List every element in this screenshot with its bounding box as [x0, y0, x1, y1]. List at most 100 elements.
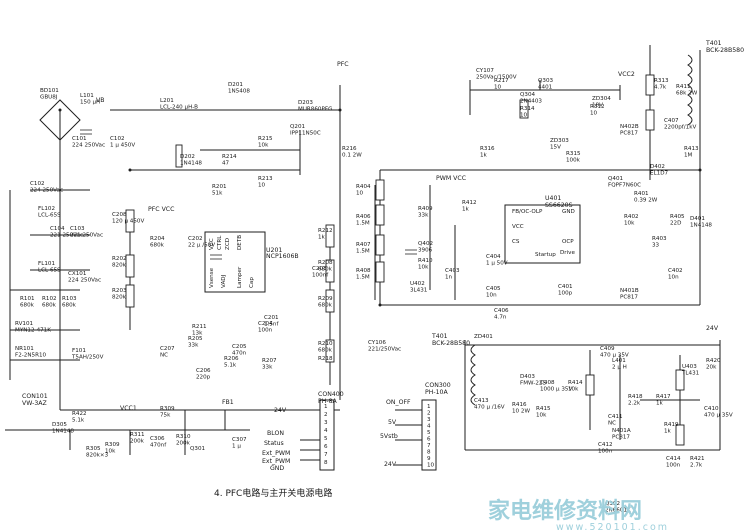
component-r202-27-value: 820k	[112, 263, 127, 269]
component-q304-50-ref: Q304	[520, 92, 536, 98]
component-bd101-0-ref: BD101	[40, 88, 59, 94]
component-c403-78-value: 1n	[445, 275, 453, 281]
component-u403-100-ref: U403	[682, 364, 697, 370]
connector-con300-pin-9: 9	[427, 456, 431, 462]
component-r415-91-value: 10k	[536, 413, 547, 419]
connector-con400-ref: CON400	[318, 391, 344, 398]
component-c202-30-value: 22 μ /50V	[188, 243, 215, 249]
component-c404-79-value: 1 μ 50V	[486, 261, 508, 267]
component-q302-115-value: 2N6601K	[605, 508, 631, 514]
connector-con300-pin-1: 1	[427, 404, 431, 410]
connector-con400-signal-7: GND	[270, 465, 284, 472]
component-cx101-9-value: 224 250Vac	[68, 278, 101, 284]
component-c403-78-ref: C403	[445, 268, 460, 274]
connector-con300-pin-4: 4	[427, 424, 431, 430]
component-r314-51-ref: R314	[520, 106, 535, 112]
component-r211-37-ref: R211	[192, 324, 207, 330]
component-r419-98-ref: R419	[664, 422, 679, 428]
component-r214-21-value: 47	[222, 161, 230, 167]
component-r210-35-value: 680k	[318, 348, 333, 354]
connector-con300-pin-10: 10	[427, 463, 435, 469]
component-zd303-53-ref: ZD303	[550, 138, 569, 144]
component-r316-52-value: 1k	[480, 153, 488, 159]
component-d402-62-value: EL1D7	[650, 171, 669, 177]
component-l401-93-value: 2 μ H	[612, 365, 627, 371]
ic-u401-pin-4: OCP	[562, 239, 574, 245]
connector-con400-pin-4: 4	[324, 428, 328, 434]
ic-u201-pin-0: VCC	[209, 238, 215, 250]
component-q304-50-value: 2N4403	[520, 99, 542, 105]
component-d203-18-ref: D203	[298, 100, 313, 106]
connector-con300-pin-3: 3	[427, 417, 431, 423]
component-r218-36-ref: R218	[318, 356, 333, 362]
connector-con400-pin-1: 1	[324, 404, 328, 410]
component-d203-18-value: MUR860PFG	[298, 107, 332, 113]
ic-u201-pin-4: Vsense	[209, 267, 215, 288]
component-zd304-55-value: 18V	[592, 103, 603, 109]
component-r203-28-value: 820k	[112, 295, 127, 301]
component-c407-60-ref: C407	[664, 118, 679, 124]
connector-con300-part: PH-10A	[425, 389, 448, 396]
component-c203-31-value: 100nf	[312, 273, 329, 279]
component-r315-54-ref: R315	[566, 151, 581, 157]
component-c208-26-ref: C208	[112, 212, 127, 218]
transformer-0-ref: T401	[705, 40, 722, 47]
component-c410-102-ref: C410	[704, 406, 719, 412]
component-n401a-97-ref: N401A	[612, 428, 631, 434]
component-c101-2-value: 224 250Vac	[72, 143, 105, 149]
component-c414-103-ref: C414	[666, 456, 681, 462]
component-c412-99-value: 100n	[598, 449, 613, 455]
component-r404-69-value: 10	[356, 191, 364, 197]
component-c202-30-ref: C202	[188, 236, 203, 242]
component-r215-20-ref: R215	[258, 136, 273, 142]
component-d202-22-ref: D202	[180, 154, 195, 160]
component-r314-51-value: 10	[520, 113, 528, 119]
component-r214-21-ref: R214	[222, 154, 237, 160]
ic-u401-pin-5: Drive	[560, 250, 575, 256]
connector-con400-signal-4: Status	[264, 440, 284, 447]
component-r409-73-value: 33k	[418, 213, 429, 219]
component-r416-88-value: 10 2W	[512, 409, 530, 415]
component-l101-1-ref: L101	[80, 93, 94, 99]
component-r201-23-value: 51k	[212, 191, 223, 197]
component-zd304-55-ref: ZD304	[592, 96, 611, 102]
component-c307-114-value: 1 μ	[232, 444, 241, 450]
component-fl102-5-ref: FL102	[38, 206, 55, 212]
component-r211-37-value: 13k	[192, 331, 203, 337]
component-d201-17-ref: D201	[228, 82, 243, 88]
net-24v: 24V	[706, 325, 719, 332]
component-c207-45-value: NC	[160, 353, 168, 359]
component-c402-83-ref: C402	[668, 268, 683, 274]
component-c405-80-ref: C405	[486, 286, 501, 292]
transformer-1-part: BCK-28B580	[432, 340, 470, 347]
connector-con400-signal-3: BLON	[267, 430, 284, 437]
component-r207-43-ref: R207	[262, 358, 277, 364]
connector-con400-pin-8: 8	[324, 460, 328, 466]
component-r310-112-ref: R310	[176, 434, 191, 440]
component-r216-25-ref: R216	[342, 146, 357, 152]
ic-u201-pin-3: DETB	[237, 235, 243, 250]
component-rv101-13-ref: RV101	[15, 321, 34, 327]
component-c205-39-ref: C205	[232, 344, 247, 350]
component-r416-88-ref: R416	[512, 402, 527, 408]
component-r217-48-value: 10	[494, 85, 502, 91]
component-c411-96-value: NC	[608, 421, 616, 427]
component-d403-86-value: FMW-22S	[520, 381, 546, 387]
component-c101-2-ref: C101	[72, 136, 87, 142]
component-c414-103-value: 100n	[666, 463, 681, 469]
component-u403-100-value: TL431	[681, 371, 700, 377]
component-r407-71-ref: R407	[356, 242, 371, 248]
component-c406-81-value: 4.7n	[494, 315, 507, 321]
component-r407-71-value: 1.5M	[356, 249, 370, 255]
diagram-caption: 4. PFC电路与主开关电源电路	[214, 489, 333, 499]
component-r403-68-value: 33	[652, 243, 660, 249]
ic-u201-ref: U201	[266, 247, 282, 254]
component-r217-48-ref: R217	[494, 78, 509, 84]
component-c405-80-value: 10n	[486, 293, 497, 299]
component-u402-77-value: 3L431	[410, 288, 428, 294]
connector-con400-signal-0: 24V	[274, 407, 287, 414]
component-c402-83-value: 10n	[668, 275, 679, 281]
ic-u201-pin-6: Lamper	[237, 266, 243, 288]
